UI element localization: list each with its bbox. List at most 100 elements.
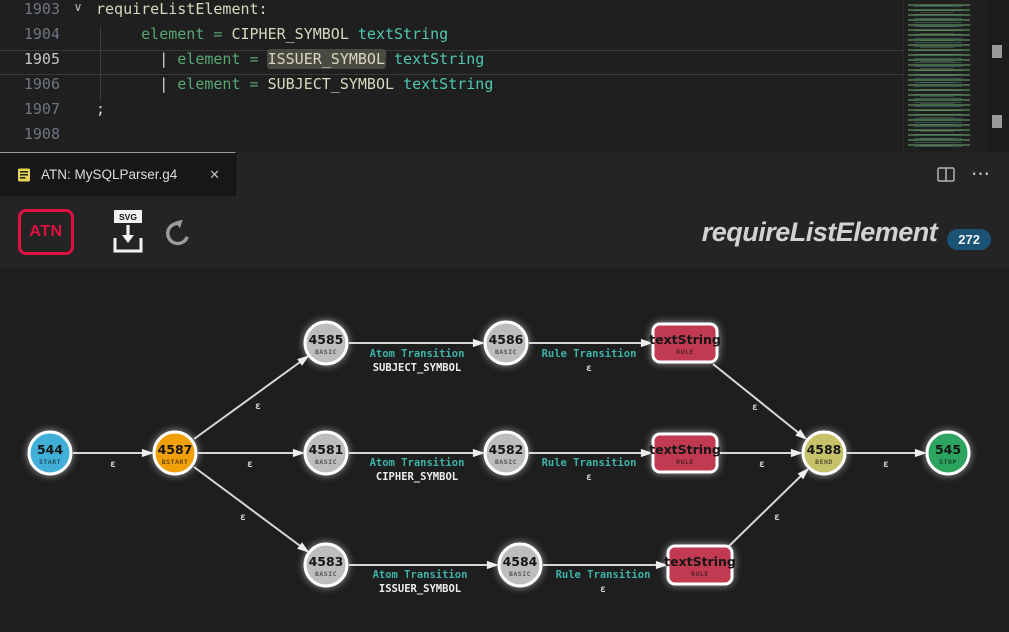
token bbox=[96, 50, 159, 68]
state-type: BASIC bbox=[495, 458, 517, 466]
token bbox=[394, 75, 403, 93]
token bbox=[96, 25, 141, 43]
line-number: 1905 bbox=[23, 50, 60, 68]
tab-close-icon[interactable]: ✕ bbox=[209, 166, 220, 182]
code-text: ; bbox=[96, 100, 105, 125]
state-id: 4581 bbox=[309, 442, 344, 457]
state-node-shape bbox=[152, 430, 198, 476]
token: textString bbox=[394, 50, 485, 68]
token: ; bbox=[96, 100, 106, 118]
edge-label: ε bbox=[883, 459, 889, 470]
fold-gutter bbox=[60, 125, 96, 150]
edge-label: ε bbox=[247, 459, 253, 470]
grammar-file-icon bbox=[18, 168, 30, 181]
arrowhead-icon bbox=[486, 560, 499, 570]
arrowhead-icon bbox=[640, 448, 653, 458]
token: element bbox=[177, 50, 241, 68]
edge-label: ε bbox=[586, 363, 592, 374]
rule-node-shape bbox=[651, 432, 719, 474]
edge-label: ε bbox=[759, 459, 765, 470]
edge-label: ε bbox=[774, 512, 780, 523]
code-line[interactable]: 1903∨requireListElement: bbox=[0, 0, 1009, 25]
more-actions-icon[interactable]: ⋯ bbox=[971, 163, 991, 185]
state-type: BASIC bbox=[315, 458, 337, 466]
fold-gutter bbox=[60, 50, 96, 75]
edge-label: ISSUER_SYMBOL bbox=[379, 583, 461, 595]
code-line[interactable]: 1908 bbox=[0, 125, 1009, 150]
token: textString bbox=[403, 75, 494, 93]
edge-label: Atom Transition bbox=[373, 569, 468, 581]
token: element bbox=[177, 75, 241, 93]
state-type: BEND bbox=[815, 458, 833, 466]
arrowhead-icon bbox=[914, 448, 927, 458]
code-lines[interactable]: 1903∨requireListElement:1904 element = C… bbox=[0, 0, 1009, 150]
line-number: 1908 bbox=[23, 125, 60, 143]
transition-edge bbox=[727, 469, 808, 548]
token: CIPHER_SYMBOL bbox=[231, 25, 349, 43]
edge-label: Rule Transition bbox=[542, 457, 637, 469]
transition-edge bbox=[193, 466, 308, 552]
download-icon bbox=[113, 225, 143, 253]
token: = bbox=[204, 25, 232, 43]
minimap-code-preview bbox=[908, 4, 984, 148]
state-id: textString bbox=[649, 442, 721, 457]
split-editor-icon[interactable] bbox=[937, 166, 955, 182]
line-number: 1907 bbox=[23, 100, 60, 118]
code-line[interactable]: 1904 element = CIPHER_SYMBOL textString bbox=[0, 25, 1009, 50]
code-line[interactable]: 1906 | element = SUBJECT_SYMBOL textStri… bbox=[0, 75, 1009, 100]
minimap[interactable] bbox=[903, 0, 988, 152]
fold-gutter bbox=[60, 25, 96, 50]
state-type: STOP bbox=[939, 458, 957, 466]
state-id: 545 bbox=[935, 442, 961, 457]
token: requireListElement: bbox=[96, 0, 268, 18]
state-type: BSTART bbox=[162, 458, 188, 466]
code-text: | element = ISSUER_SYMBOL textString bbox=[96, 50, 484, 75]
state-node-shape bbox=[925, 430, 971, 476]
tab-actions: ⋯ bbox=[937, 152, 1009, 196]
edge-label: Rule Transition bbox=[556, 569, 651, 581]
fold-gutter bbox=[60, 75, 96, 100]
code-text: | element = SUBJECT_SYMBOL textString bbox=[96, 75, 493, 100]
fold-gutter bbox=[60, 100, 96, 125]
state-node-shape bbox=[303, 320, 349, 366]
code-line[interactable]: 1907; bbox=[0, 100, 1009, 125]
code-editor[interactable]: 1903∨requireListElement:1904 element = C… bbox=[0, 0, 1009, 152]
arrowhead-icon bbox=[795, 429, 808, 440]
arrowhead-icon bbox=[297, 355, 310, 366]
export-svg-button[interactable]: SVG bbox=[110, 208, 146, 256]
state-type: RULE bbox=[676, 348, 694, 356]
edge-label: CIPHER_SYMBOL bbox=[376, 471, 458, 483]
state-id: 4585 bbox=[309, 332, 344, 347]
state-node-shape bbox=[27, 430, 73, 476]
atn-toolbar: ATN SVG requireListElement 272 bbox=[0, 196, 1009, 268]
token: = bbox=[240, 75, 268, 93]
fold-chevron-icon[interactable]: ∨ bbox=[73, 0, 83, 14]
tab-atn-mysqlparser[interactable]: ATN: MySQLParser.g4 ✕ bbox=[0, 152, 236, 196]
refresh-icon[interactable] bbox=[162, 217, 192, 247]
state-id: 4588 bbox=[807, 442, 842, 457]
code-line[interactable]: 1905 | element = ISSUER_SYMBOL textStrin… bbox=[0, 50, 1009, 75]
token: element bbox=[141, 25, 205, 43]
token: SUBJECT_SYMBOL bbox=[267, 75, 395, 93]
atn-badge-button[interactable]: ATN bbox=[18, 209, 74, 255]
edge-label: ε bbox=[586, 472, 592, 483]
token: | bbox=[159, 75, 178, 93]
state-node-shape bbox=[483, 430, 529, 476]
token bbox=[349, 25, 358, 43]
transition-edge bbox=[193, 356, 308, 440]
